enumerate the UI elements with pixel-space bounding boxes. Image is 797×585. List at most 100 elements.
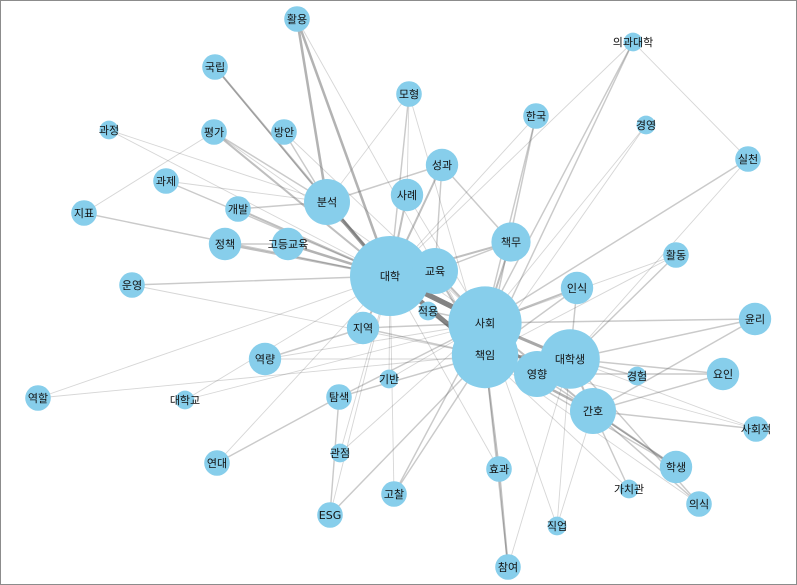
edge-경영-사회 xyxy=(484,124,647,324)
node-label: 대학생 xyxy=(555,353,585,366)
node-경험 xyxy=(627,366,647,386)
edge-활용-책임 xyxy=(296,18,486,356)
node-대학 xyxy=(350,236,430,316)
node-label: 탐색 xyxy=(329,391,349,404)
node-지역 xyxy=(346,311,380,345)
node-label: 대학교 xyxy=(170,394,200,407)
edge-과정-대학 xyxy=(108,129,391,277)
edge-국립-대학 xyxy=(214,66,391,277)
node-참여 xyxy=(495,554,521,580)
node-활동 xyxy=(663,242,689,268)
node-label: 사회 xyxy=(475,317,495,330)
edge-간호-사회적 xyxy=(592,410,757,430)
node-ESG xyxy=(317,502,343,528)
node-정책 xyxy=(208,227,242,261)
node-label: 성과 xyxy=(432,159,452,172)
edge-사회-실천 xyxy=(484,158,749,324)
edge-역할-책임 xyxy=(37,354,486,399)
node-label: 간호 xyxy=(583,405,603,418)
edge-국립-분석 xyxy=(214,66,328,203)
edge-대학생-윤리 xyxy=(569,318,756,360)
node-label: 역할 xyxy=(28,392,48,405)
node-label: 적용 xyxy=(418,305,438,318)
edge-대학생-사회적 xyxy=(569,358,757,430)
edge-대학-운영 xyxy=(131,275,391,286)
edge-대학생-실천 xyxy=(569,158,749,360)
node-윤리 xyxy=(738,302,772,336)
node-label: 기반 xyxy=(379,373,399,386)
node-label: 책임 xyxy=(475,349,495,362)
node-방안 xyxy=(271,119,297,145)
node-학생 xyxy=(659,450,693,484)
edge-대학-역할 xyxy=(37,275,391,399)
node-label: 사례 xyxy=(397,189,417,202)
node-대학교 xyxy=(175,390,195,410)
edge-의과대학-대학 xyxy=(389,41,634,277)
node-label: 고찰 xyxy=(384,488,404,501)
node-실천 xyxy=(735,146,761,172)
edge-대학교-사회 xyxy=(184,322,486,401)
edge-지표-평가 xyxy=(83,131,215,214)
node-label: 대학 xyxy=(380,270,400,283)
node-label: 교육 xyxy=(425,265,445,278)
node-분석 xyxy=(304,179,350,225)
node-의식 xyxy=(686,491,712,517)
node-label: 활용 xyxy=(287,12,307,26)
node-label: 한국 xyxy=(526,110,546,123)
node-기반 xyxy=(379,369,399,389)
node-고등교육 xyxy=(271,227,305,261)
node-label: 활동 xyxy=(666,248,686,262)
edge-책임-ESG xyxy=(329,354,486,516)
node-관점 xyxy=(330,443,350,463)
node-label: 실천 xyxy=(738,152,758,166)
node-개발 xyxy=(225,196,251,222)
node-연대 xyxy=(204,450,230,476)
node-label: 방안 xyxy=(274,126,294,139)
node-label: 지역 xyxy=(353,322,373,335)
node-label: 사회적 xyxy=(741,423,771,436)
node-label: 효과 xyxy=(489,463,509,476)
node-label: 과정 xyxy=(99,124,119,137)
edge-효과-참여 xyxy=(498,468,509,568)
edge-역량-사회 xyxy=(264,322,486,360)
edge-연대-대학 xyxy=(216,275,391,464)
node-직업 xyxy=(547,516,567,536)
edge-사회-윤리 xyxy=(484,318,756,324)
node-label: 경험 xyxy=(627,370,647,383)
node-label: 역량 xyxy=(255,353,275,366)
node-역량 xyxy=(248,342,282,376)
node-모형 xyxy=(396,81,422,107)
node-label: 지표 xyxy=(74,207,94,220)
node-국립 xyxy=(202,54,228,80)
node-과제 xyxy=(153,168,179,194)
node-label: 직업 xyxy=(547,520,567,533)
edge-탐색-연대 xyxy=(216,396,340,464)
node-label: 요인 xyxy=(713,368,733,381)
node-가치관 xyxy=(619,479,639,499)
node-label: 영향 xyxy=(527,368,547,381)
node-label: 모형 xyxy=(399,88,419,101)
node-책임 xyxy=(451,321,519,389)
node-탐색 xyxy=(326,384,352,410)
node-활용 xyxy=(284,6,310,32)
node-운영 xyxy=(119,272,145,298)
node-효과 xyxy=(486,456,512,482)
edge-방안-사회 xyxy=(283,131,486,324)
node-label: 가치관 xyxy=(614,483,644,496)
edge-윤리-간호 xyxy=(592,318,756,412)
node-성과 xyxy=(425,148,459,182)
node-label: 의식 xyxy=(689,498,709,511)
node-과정 xyxy=(99,120,119,140)
node-간호 xyxy=(570,388,616,434)
edge-실천-의과대학 xyxy=(632,41,749,160)
edge-지역-역량 xyxy=(264,327,364,360)
node-layer xyxy=(25,6,772,580)
node-label: 학생 xyxy=(666,461,686,474)
node-label: 의과대학 xyxy=(613,36,653,49)
node-영향 xyxy=(514,351,560,397)
node-label: 정책 xyxy=(215,238,235,251)
node-평가 xyxy=(201,119,227,145)
edge-대학-활용 xyxy=(295,17,392,278)
